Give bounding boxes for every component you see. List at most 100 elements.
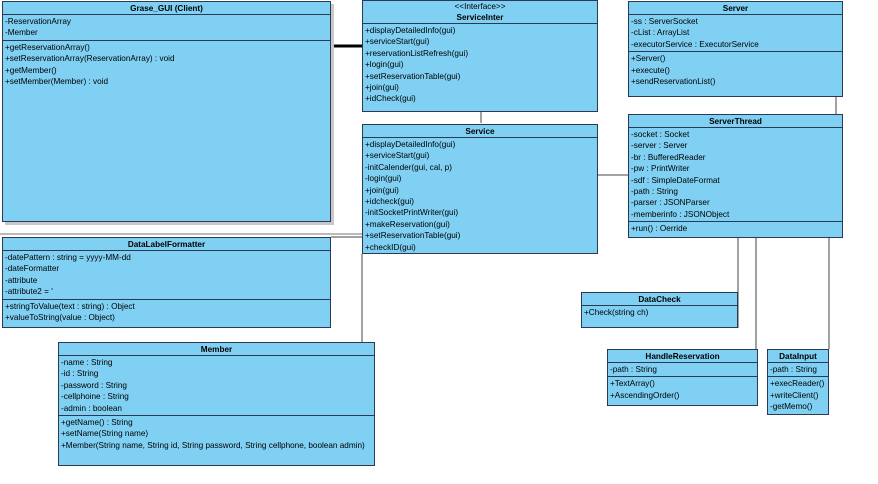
operation: +Server() <box>631 54 666 64</box>
operation: -login(gui) <box>365 174 402 184</box>
attributes-section: -socket : Socket -server : Server -br : … <box>629 128 842 223</box>
operation: +AscendingOrder() <box>610 390 680 400</box>
attribute: -sdf : SimpleDateFormat <box>631 175 720 185</box>
operation: +execReader() <box>770 379 825 389</box>
attribute: -datePattern : string = yyyy-MM-dd <box>5 253 131 262</box>
attribute: -id : String <box>61 369 99 379</box>
operation: +Member(String name, String id, String p… <box>61 440 365 450</box>
attribute: -memberinfo : JSONObject <box>631 209 730 219</box>
operation: +setReservationTable(gui) <box>365 71 461 81</box>
stereotype-label: <<Interface>> <box>454 2 506 11</box>
class-data-label-formatter[interactable]: DataLabelFormatter -datePattern : string… <box>2 237 331 328</box>
operations-section: +run() : Oerride <box>629 222 842 235</box>
attribute: -admin : boolean <box>61 403 122 413</box>
attributes-section: -ReservationArray -Member <box>3 15 330 41</box>
operation: +displayDetailedInfo(gui) <box>365 140 456 149</box>
class-service[interactable]: Service +displayDetailedInfo(gui) +servi… <box>362 124 598 254</box>
operations-section: +Server() +execute() +sendReservationLis… <box>629 52 842 88</box>
attributes-section: -path : String <box>608 363 757 378</box>
operation: +join(gui) <box>365 83 399 93</box>
class-member[interactable]: Member -name : String -id : String -pass… <box>58 342 375 466</box>
class-title: Service <box>363 125 597 138</box>
operations-section: +TextArray() +AscendingOrder() <box>608 377 757 402</box>
attribute: -ReservationArray <box>5 17 71 26</box>
operation: +run() : Oerride <box>631 224 688 234</box>
attributes-section: -ss : ServerSocket -cList : ArrayList -e… <box>629 15 842 53</box>
attribute: -br : BufferedReader <box>631 152 706 162</box>
class-server-thread[interactable]: ServerThread -socket : Socket -server : … <box>628 114 843 238</box>
class-title: Grase_GUI (Client) <box>3 2 330 15</box>
operation: +getMember() <box>5 65 57 75</box>
class-title: DataInput <box>768 350 828 363</box>
operations-section: +stringToValue(text : string) : Object +… <box>3 300 330 325</box>
operation: +setName(String name) <box>61 429 149 439</box>
attribute: -path : String <box>770 365 817 374</box>
attribute: -attribute <box>5 275 38 285</box>
attribute: -pw : PrintWriter <box>631 164 690 174</box>
class-handle-reservation[interactable]: HandleReservation -path : String +TextAr… <box>607 349 758 406</box>
class-title: DataCheck <box>582 293 737 306</box>
operations-section: +getReservationArray() +setReservationAr… <box>3 41 330 89</box>
attribute: -dateFormatter <box>5 264 60 274</box>
operation: +getName() : String <box>61 418 133 428</box>
class-data-input[interactable]: DataInput -path : String +execReader() +… <box>767 349 829 415</box>
operation: +execute() <box>631 65 670 75</box>
attribute: -ss : ServerSocket <box>631 17 698 26</box>
operation: -getMemo() <box>770 402 813 412</box>
class-server[interactable]: Server -ss : ServerSocket -cList : Array… <box>628 1 843 97</box>
operation: +TextArray() <box>610 379 655 389</box>
operation: +displayDetailedInfo(gui) <box>365 26 456 35</box>
class-title-block: <<Interface>> ServiceInter <box>363 1 597 24</box>
attribute: -cList : ArrayList <box>631 28 690 38</box>
operation: +login(gui) <box>365 60 404 70</box>
class-title: ServiceInter <box>456 13 504 22</box>
operation: +setReservationTable(gui) <box>365 231 461 241</box>
operation: +writeClient() <box>770 390 819 400</box>
operation: -initCalender(gui, cal, p) <box>365 162 452 172</box>
operation: +idcheck(gui) <box>365 197 414 207</box>
operation: +sendReservationList() <box>631 77 716 87</box>
operation: +valueToString(value : Object) <box>5 313 115 323</box>
attribute: -Member <box>5 28 38 38</box>
operation: +join(gui) <box>365 185 399 195</box>
class-grase-gui[interactable]: Grase_GUI (Client) -ReservationArray -Me… <box>2 1 331 222</box>
attribute: -parser : JSONParser <box>631 198 710 208</box>
class-title: HandleReservation <box>608 350 757 363</box>
class-title: ServerThread <box>629 115 842 128</box>
operation: -initSocketPrintWriter(gui) <box>365 208 459 218</box>
operation: +makeReservation(gui) <box>365 219 450 229</box>
operation: +reservationListRefresh(gui) <box>365 48 469 58</box>
class-service-inter[interactable]: <<Interface>> ServiceInter +displayDetai… <box>362 0 598 112</box>
class-title: Member <box>59 343 374 356</box>
attribute: -path : String <box>610 365 657 374</box>
operation: +setMember(Member) : void <box>5 77 109 87</box>
operation: +Check(string ch) <box>584 308 649 317</box>
operation: +checkID(gui) <box>365 242 416 252</box>
attribute: -server : Server <box>631 141 688 151</box>
attribute: -password : String <box>61 380 127 390</box>
operations-section: +displayDetailedInfo(gui) +serviceStart(… <box>363 138 597 254</box>
operation: +stringToValue(text : string) : Object <box>5 301 135 311</box>
attributes-section: -path : String <box>768 363 828 378</box>
operations-section: +getName() : String +setName(String name… <box>59 416 374 452</box>
operation: +getReservationArray() <box>5 42 90 52</box>
attribute: -attribute2 = ' <box>5 287 53 297</box>
operations-section: +Check(string ch) <box>582 306 737 319</box>
operation: +serviceStart(gui) <box>365 37 430 47</box>
attributes-section: -datePattern : string = yyyy-MM-dd -date… <box>3 251 330 300</box>
class-title: DataLabelFormatter <box>3 238 330 251</box>
attribute: -path : String <box>631 187 678 197</box>
class-data-check[interactable]: DataCheck +Check(string ch) <box>581 292 738 328</box>
operations-section: +displayDetailedInfo(gui) +serviceStart(… <box>363 24 597 106</box>
class-title: Server <box>629 2 842 15</box>
operation: +setReservationArray(ReservationArray) :… <box>5 54 175 64</box>
attribute: -executorService : ExecutorService <box>631 39 759 49</box>
operations-section: +execReader() +writeClient() -getMemo() <box>768 377 828 413</box>
attribute: -cellphoine : String <box>61 392 129 402</box>
attribute: -name : String <box>61 358 113 367</box>
attributes-section: -name : String -id : String -password : … <box>59 356 374 417</box>
operation: +serviceStart(gui) <box>365 151 430 161</box>
attribute: -socket : Socket <box>631 130 690 139</box>
operation: +idCheck(gui) <box>365 94 416 104</box>
